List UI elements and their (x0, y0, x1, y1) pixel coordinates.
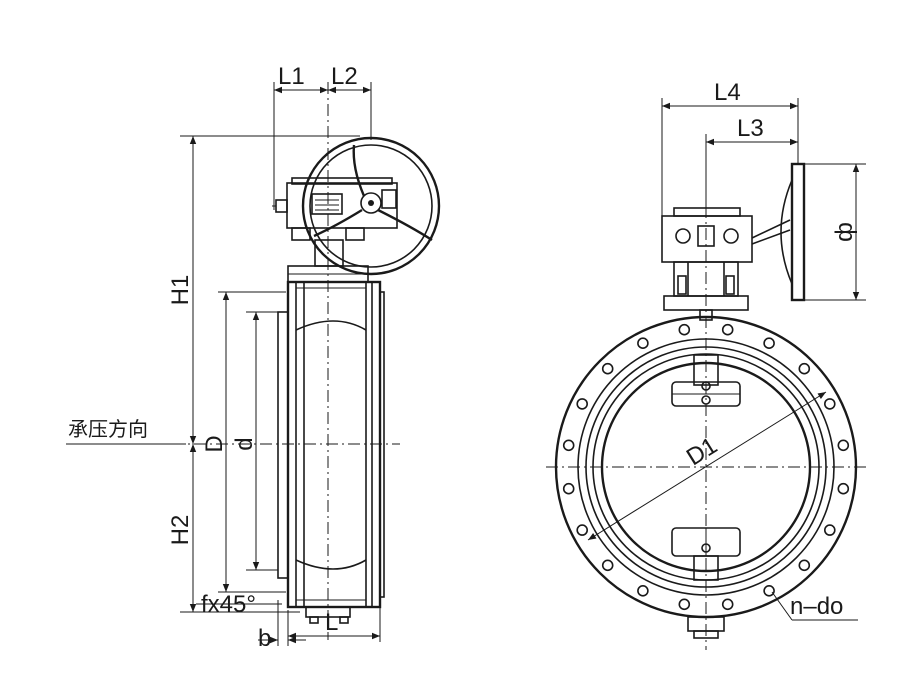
side-view: L1 L2 H1 H2 承压方向 D d fx45° (66, 63, 441, 652)
dim-D (218, 291, 286, 593)
bolt-hole (562, 439, 575, 452)
label-b: b (258, 625, 271, 652)
label-L3: L3 (737, 115, 764, 142)
dim-phi (804, 163, 866, 301)
bolt-hole (721, 598, 734, 611)
label-pressure-direction: 承压方向 (68, 418, 148, 441)
front-view: L4 L3 ф D1 n–do (546, 79, 866, 650)
dim-b (258, 600, 306, 646)
bolt-hole (798, 362, 811, 375)
bolt-hole (601, 559, 614, 572)
dim-H1-H2 (180, 135, 360, 613)
bolt-hole (576, 524, 589, 536)
bolt-hole (823, 524, 836, 536)
front-yoke (663, 261, 749, 321)
bolt-hole (798, 559, 811, 572)
bolt-hole (562, 482, 575, 495)
bolt-hole (763, 337, 775, 350)
label-L4: L4 (714, 79, 741, 106)
dim-d (246, 311, 278, 571)
front-gearbox (661, 207, 791, 263)
label-d: d (231, 437, 258, 450)
label-L1: L1 (278, 63, 305, 90)
label-phi: ф (831, 222, 858, 242)
bolt-hole (678, 323, 691, 336)
label-D: D (201, 435, 228, 452)
label-n-do: n–do (790, 593, 843, 620)
bolt-hole (601, 362, 614, 375)
disc-lower-boss (671, 527, 741, 581)
label-chamfer: fx45° (201, 591, 256, 618)
label-L: L (325, 609, 338, 636)
bolt-hole (721, 323, 734, 336)
dim-L4-L3 (661, 98, 799, 216)
n-do-leader (771, 591, 793, 621)
bolt-hole (637, 584, 649, 597)
label-D1: D1 (682, 432, 722, 471)
label-H2: H2 (167, 515, 194, 546)
bolt-hole (678, 598, 691, 611)
bolt-hole (637, 337, 649, 350)
bolt-hole (576, 398, 589, 410)
dim-L (288, 600, 381, 642)
bolt-hole (823, 398, 836, 410)
bolt-hole (763, 584, 775, 597)
bolt-hole (837, 482, 850, 495)
dim-L1-L2 (273, 82, 372, 210)
valve-body-side (277, 280, 385, 624)
dim-D1 (587, 391, 827, 541)
bolt-hole (837, 439, 850, 452)
label-H1: H1 (167, 275, 194, 306)
gearbox (272, 177, 398, 241)
label-L2: L2 (331, 63, 358, 90)
handwheel (301, 136, 441, 276)
bottom-lug (687, 616, 725, 639)
bolt-holes (562, 323, 850, 611)
